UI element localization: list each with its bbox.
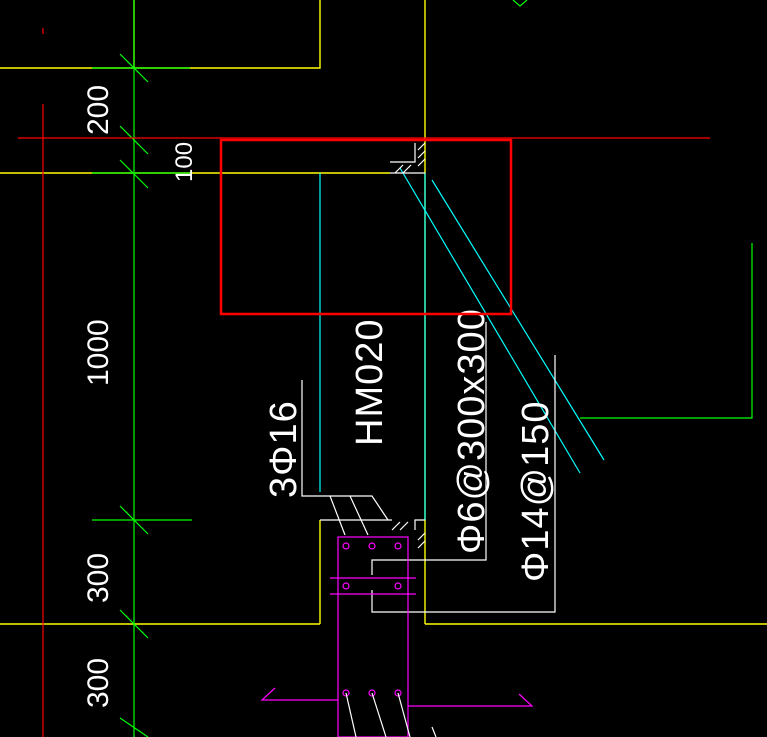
lower-hatch-3 [417, 532, 426, 541]
selection-rectangle[interactable] [219, 138, 513, 316]
rebar-dot-2 [368, 542, 376, 550]
dimension-300-upper: 300 [82, 553, 115, 603]
rebar-dot-6 [342, 689, 350, 697]
right-green-bracket [580, 243, 753, 419]
rebar-dot-5 [394, 582, 402, 590]
rebar-dot-7 [368, 689, 376, 697]
bottom-leader-2 [371, 692, 387, 737]
red-axis-group [18, 28, 710, 737]
dim-tick-3 [119, 159, 149, 189]
dimension-1000: 1000 [82, 319, 115, 386]
dimension-200: 200 [82, 85, 115, 135]
leader-dist-bar [371, 355, 556, 613]
upper-hatch-3 [417, 158, 426, 167]
lower-hatch-1 [391, 521, 401, 531]
upper-slab-right-edge [134, 0, 321, 69]
rebar-dot-4 [342, 582, 350, 590]
beam-section-outline [337, 536, 409, 737]
distribution-bar-label: Φ14@150 [515, 400, 557, 582]
cyan-diagonal-2 [431, 179, 605, 461]
lower-magenta-arrow-left [260, 687, 338, 701]
green-dimension-group [92, 0, 753, 737]
dim-tick-5 [119, 609, 149, 639]
rebar-dot-8 [394, 689, 402, 697]
rebar-dot-3 [394, 542, 402, 550]
upper-hatch-1 [417, 142, 426, 151]
bottom-leader-4 [431, 726, 437, 737]
bottom-leader-3 [397, 692, 411, 737]
lower-notch [414, 519, 425, 530]
dimension-100: 100 [171, 142, 198, 182]
dimension-300-lower: 300 [82, 658, 115, 708]
rebar-dot-1 [342, 542, 350, 550]
cyan-diagonal-1 [399, 167, 581, 474]
dim-tick-6 [119, 717, 149, 737]
rebar-main-label: 3Φ16 [263, 400, 305, 498]
magenta-section-group [260, 536, 534, 737]
lower-hatch-4 [417, 540, 426, 549]
dim-tick-2 [119, 125, 149, 155]
upper-hatch-2 [417, 150, 426, 159]
leader-rebar-main [301, 380, 389, 521]
bottom-leader-1 [345, 692, 357, 737]
lower-magenta-arrow-right [408, 693, 534, 707]
leader-rebar-diag-1 [349, 495, 369, 536]
wall-mark-label: HM020 [349, 319, 391, 447]
upper-notch [390, 143, 416, 163]
upper-left-slab-outline [0, 0, 135, 69]
upper-hatch-4 [394, 164, 404, 174]
lower-hatch-2 [399, 521, 409, 531]
leader-stirrup [371, 322, 487, 575]
yellow-outline-group [0, 0, 767, 625]
white-detail-group [301, 142, 556, 613]
bottom-leader-group [345, 692, 437, 737]
top-right-green-mark [512, 0, 528, 7]
stirrup-label: Φ6@300x300 [451, 308, 493, 554]
upper-hatch-5 [402, 164, 412, 174]
leader-rebar-diag-2 [329, 495, 346, 536]
cyan-line-group [319, 167, 605, 520]
